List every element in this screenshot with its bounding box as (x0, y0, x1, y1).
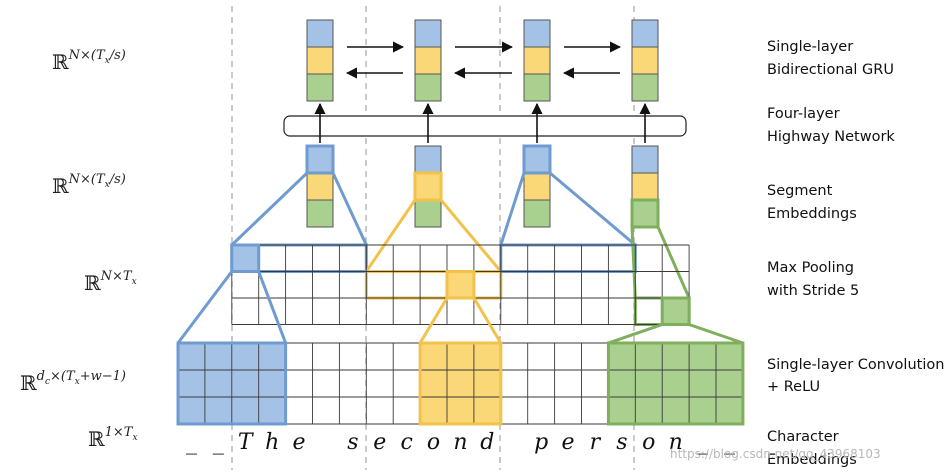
char-10: n (453, 430, 467, 455)
segment-embeddings (305, 144, 660, 229)
char-15: r (590, 430, 602, 455)
row-label-maxpool: ℝN×Tx (84, 269, 137, 295)
row-label-segment: ℝN×(Tx/s) (52, 172, 126, 198)
pool-trapezoid-blue-0 (230, 171, 368, 247)
conv-trapezoid-green (607, 323, 744, 345)
convolution-grid (176, 341, 745, 426)
pool-trapezoid-green-3 (630, 225, 691, 299)
segment-cell-blue-1 (414, 145, 442, 174)
row-label-gru: ℝN×(Tx/s) (52, 48, 126, 74)
char-20: _ (724, 430, 735, 455)
gru-cell-green-1 (414, 73, 442, 102)
char-2: T (238, 430, 255, 455)
stage-label-highway-line2: Highway Network (767, 129, 895, 145)
conv-window-green (606, 341, 745, 426)
conv-window-blue (176, 341, 288, 426)
conv-region-green (608, 343, 743, 424)
stage-label-gru-line1: Single-layer (767, 39, 853, 55)
stage-label-conv-line1: Single-layer Convolution (767, 357, 944, 373)
gru-cell-blue-3 (631, 19, 659, 48)
char-4: e (293, 430, 306, 455)
pool-trapezoid-blue-2 (499, 171, 637, 247)
pool-cell-blue-outline (230, 243, 261, 273)
char-11: d (480, 430, 494, 455)
stage-label-segment-line1: Segment (767, 183, 833, 199)
gru-cell-yellow-3 (631, 46, 659, 75)
conv-trapezoid-yellow (418, 296, 503, 344)
segment-cell-yellow-0 (306, 172, 334, 201)
gru-cell-blue-2 (523, 19, 551, 48)
char-3: h (265, 430, 279, 455)
stage-label-segment-line2: Embeddings (767, 206, 857, 222)
segment-cell-green-2 (523, 199, 551, 228)
stage-label-conv-line2: + ReLU (767, 379, 820, 395)
stage-label-gru-line2: Bidirectional GRU (767, 62, 894, 78)
max-pooling-grid (231, 244, 690, 325)
gru-cell-yellow-1 (414, 46, 442, 75)
segment-cell-blue-3 (631, 145, 659, 174)
char-16: s (616, 430, 627, 455)
gru-cell-green-0 (306, 73, 334, 102)
watermark-text: https://blog.csdn.net/qq_43968103 (670, 447, 881, 461)
pool-cell-green-outline (660, 296, 691, 326)
highway-network-box (283, 115, 687, 137)
char-0: _ (186, 430, 197, 455)
stage-label-char-line2: Embeddings (767, 452, 857, 468)
segment-cell-blue-0 (306, 145, 334, 174)
gru-cell-green-2 (523, 73, 551, 102)
pooling-projections (230, 171, 691, 326)
stage-label-char-line1: Character (767, 429, 839, 445)
char-14: e (562, 430, 575, 455)
segment-cell-yellow-1 (414, 172, 442, 201)
pool-cell-yellow (447, 271, 474, 298)
row-label-char: ℝ1×Tx (88, 425, 138, 451)
char-6: s (347, 430, 358, 455)
segment-cell-green-1 (414, 199, 442, 228)
pool-cell-yellow-outline (445, 270, 476, 300)
conv-projections (176, 243, 744, 345)
char-18: n (669, 430, 683, 455)
segment-cell-yellow-2 (523, 172, 551, 201)
conv-region-yellow (420, 343, 501, 424)
gru-layer (306, 19, 659, 102)
stage-label-maxpool-line1: Max Pooling (767, 260, 854, 276)
stage-label-maxpool-line2: with Stride 5 (767, 283, 859, 299)
segment-cell-blue-2 (523, 145, 551, 174)
pool-cell-blue (231, 245, 259, 272)
gru-cell-yellow-0 (306, 46, 334, 75)
segment-cell-green-0 (306, 199, 334, 228)
pool-cell-green (662, 298, 690, 325)
pool-window-blue-2 (499, 243, 637, 273)
stage-label-highway-line1: Four-layer (767, 106, 840, 122)
char-1: _ (213, 430, 224, 455)
char-19: _ (697, 430, 708, 455)
char-8: c (400, 430, 412, 455)
gru-cell-blue-1 (414, 19, 442, 48)
gru-cell-yellow-2 (523, 46, 551, 75)
highway-arrows (314, 102, 651, 143)
char-9: o (427, 430, 440, 455)
conv-window-yellow (418, 341, 503, 426)
char-13: p (534, 430, 548, 455)
gru-cell-blue-0 (306, 19, 334, 48)
row-label-conv: ℝdc×(Tx+w−1) (20, 369, 126, 395)
char-7: e (373, 430, 386, 455)
char-17: o (642, 430, 655, 455)
pool-trapezoid-yellow-1 (365, 198, 502, 273)
gru-cell-green-3 (631, 73, 659, 102)
segment-cell-green-3 (631, 199, 659, 228)
pool-window-yellow-1 (364, 270, 503, 300)
segment-cell-yellow-3 (631, 172, 659, 201)
